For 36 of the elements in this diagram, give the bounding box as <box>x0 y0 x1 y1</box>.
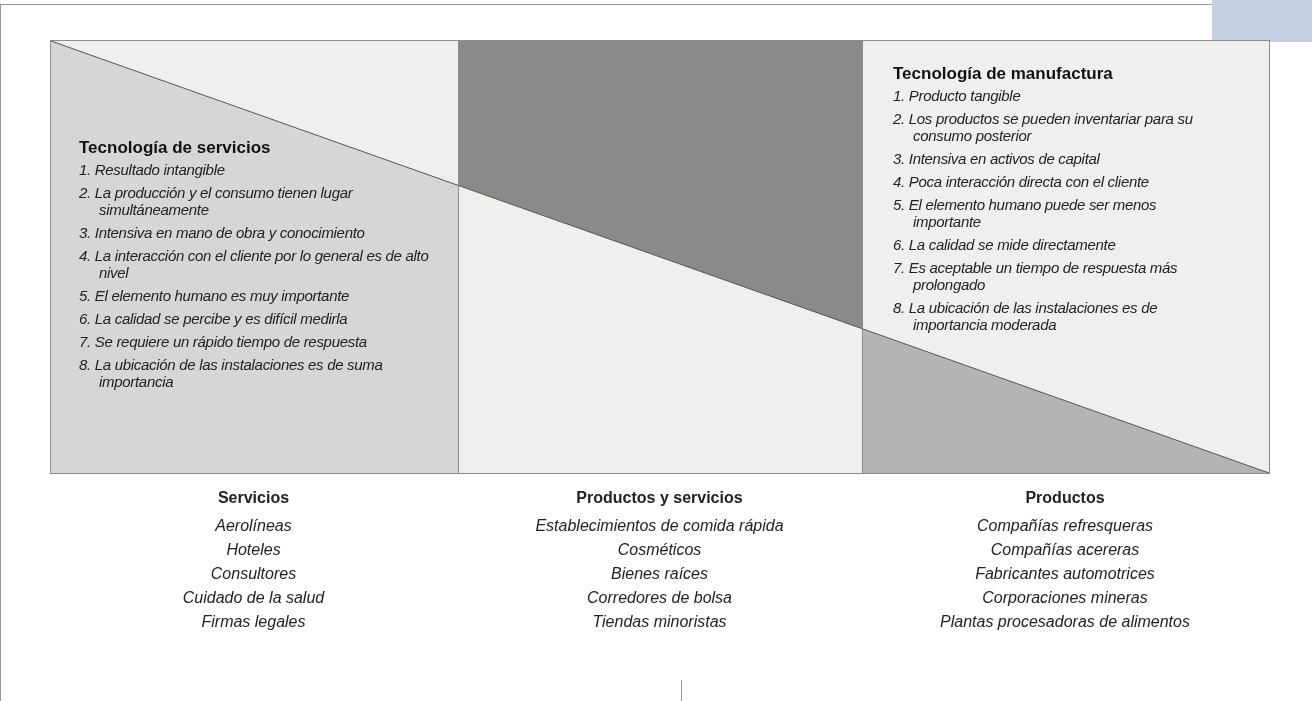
list-item: 1. Resultado intangible <box>79 161 226 178</box>
example-item: Tiendas minoristas <box>592 612 727 632</box>
list-item: 7. Se requiere un rápido tiempo de respuesta <box>79 333 368 350</box>
list-item: 8. La ubicación de las instalaciones es de importancia moderada <box>893 299 1159 333</box>
example-item: Compañías acereras <box>990 540 1140 560</box>
list-item: 5. El elemento humano es muy importante <box>79 287 351 304</box>
example-item: Consultores <box>210 564 297 584</box>
list-item: 7. Es aceptable un tiempo de respuesta más prolongado <box>893 259 1179 293</box>
example-item: Firmas legales <box>201 612 306 632</box>
panel-heading: Tecnología de servicios <box>79 137 272 159</box>
list-item: 4. Poca interacción directa con el cliente <box>893 173 1150 190</box>
example-item: Corporaciones mineras <box>982 588 1148 608</box>
list-item: 1. Producto tangible <box>893 87 1022 104</box>
example-item: Fabricantes automotrices <box>975 564 1155 584</box>
panel-heading: Tecnología de manufactura <box>893 63 1114 85</box>
example-item: Corredores de bolsa <box>587 588 732 608</box>
list-item: 4. La interacción con el cliente por lo general es de alto nivel <box>79 247 430 281</box>
list-item: 3. Intensiva en mano de obra y conocimiento <box>79 224 366 241</box>
example-item: Bienes raíces <box>611 564 708 584</box>
list-item: 6. La calidad se mide directamente <box>893 236 1117 253</box>
example-item: Plantas procesadoras de alimentos <box>940 612 1190 632</box>
list-item: 5. El elemento humano puede ser menos importante <box>893 196 1158 230</box>
column-heading: Productos y servicios <box>576 488 743 508</box>
example-item: Compañías refresqueras <box>976 516 1154 536</box>
column-heading: Productos <box>1025 488 1105 508</box>
list-item: 2. Los productos se pueden inventariar para su consumo posterior <box>893 110 1194 144</box>
example-item: Cuidado de la salud <box>182 588 325 608</box>
example-item: Hoteles <box>226 540 281 560</box>
list-item: 6. La calidad se percibe y es difícil medirla <box>79 310 349 327</box>
list-item: 3. Intensiva en activos de capital <box>893 150 1101 167</box>
list-item: 8. La ubicación de las instalaciones es de suma importancia <box>79 356 384 390</box>
example-item: Aerolíneas <box>215 516 292 536</box>
column-heading: Servicios <box>217 488 290 508</box>
list-item: 2. La producción y el consumo tienen lugar simultáneamente <box>79 184 354 218</box>
example-item: Cosméticos <box>617 540 702 560</box>
example-item: Establecimientos de comida rápida <box>535 516 784 536</box>
